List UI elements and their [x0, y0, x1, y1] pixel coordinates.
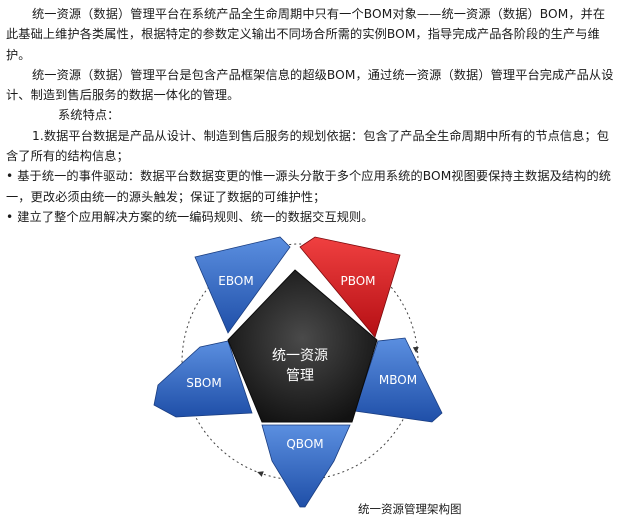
pbom-node — [299, 236, 401, 338]
sbom-node — [153, 340, 253, 418]
architecture-svg: EBOM PBOM MBOM QBOM SBOM 统一资源 管理 — [153, 236, 443, 508]
qbom-node — [261, 424, 351, 508]
center-pentagon — [227, 269, 378, 423]
paragraph-2: 统一资源（数据）管理平台是包含产品框架信息的超级BOM，通过统一资源（数据）管理… — [6, 67, 614, 103]
diagram-caption: 统一资源管理架构图 — [358, 502, 462, 516]
pbom-label: PBOM — [340, 274, 375, 288]
feature-2: • 基于统一的事件驱动：数据平台数据变更的惟一源头分散于多个应用系统的BOM视图… — [6, 169, 612, 204]
ebom-label: EBOM — [218, 274, 253, 288]
mbom-label: MBOM — [379, 373, 417, 387]
center-label-line1: 统一资源 — [272, 348, 328, 364]
feature-3: • 建立了整个应用解决方案的统一编码规则、统一的数据交互规则。 — [6, 209, 374, 224]
feature-1: 1.数据平台数据是产品从设计、制造到售后服务的规划依据：包含了产品全生命周期中所… — [6, 128, 610, 164]
architecture-diagram: EBOM PBOM MBOM QBOM SBOM 统一资源 管理 — [140, 215, 460, 515]
paragraph-1: 统一资源（数据）管理平台在系统产品全生命周期中只有一个BOM对象——统一资源（数… — [6, 7, 606, 62]
qbom-label: QBOM — [286, 437, 323, 451]
document-text: 统一资源（数据）管理平台在系统产品全生命周期中只有一个BOM对象——统一资源（数… — [6, 4, 614, 227]
paragraph-3: 系统特点： — [58, 108, 120, 123]
ebom-node — [194, 236, 291, 334]
sbom-label: SBOM — [186, 376, 221, 390]
center-label-line2: 管理 — [286, 368, 314, 384]
